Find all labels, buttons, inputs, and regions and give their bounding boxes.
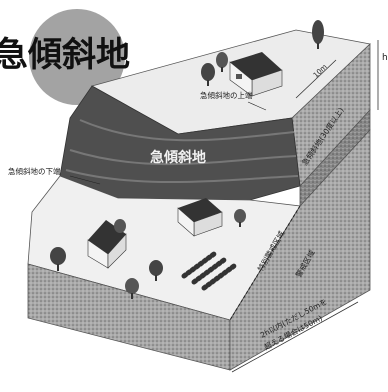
lower-edge-label: 急傾斜地の下端 [8, 166, 61, 176]
distance-bottom-line [231, 301, 359, 373]
field-rows [181, 251, 237, 291]
distance-top-line [295, 59, 337, 99]
title-text: 急傾斜地 [0, 35, 130, 75]
upper-house [229, 52, 283, 97]
slope-center-label: 急傾斜地 [150, 149, 206, 166]
height-h-label: h [382, 53, 388, 63]
title-circle [29, 9, 125, 105]
lower-edge-leader [69, 175, 101, 185]
slope-ridges [65, 119, 299, 184]
upper-trees [201, 20, 324, 86]
upper-edge-leader [247, 101, 267, 111]
lower-trees [50, 209, 246, 299]
middle-house [177, 198, 223, 237]
upper-edge-label: 急傾斜地の上端 [200, 90, 253, 100]
caution-boundary-line [229, 205, 301, 321]
